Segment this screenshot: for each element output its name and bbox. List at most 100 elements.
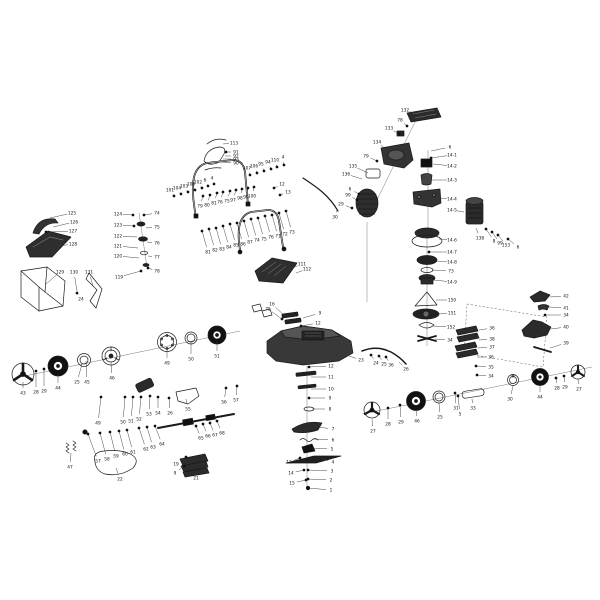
part-label-25: 25	[381, 361, 387, 367]
leader-line	[51, 244, 69, 248]
fastener-dot	[456, 394, 460, 398]
fastener-dot	[131, 213, 135, 217]
leader-line	[99, 432, 106, 455]
part-label-75: 75	[261, 236, 267, 242]
fastener-dot	[137, 426, 141, 430]
part-label-101: 101	[166, 187, 174, 193]
motor-mount-bracket-art	[412, 188, 442, 208]
fastener-dot	[543, 313, 547, 317]
part-label-98: 98	[237, 195, 243, 201]
part-label-83: 83	[219, 246, 225, 252]
part-label-45: 45	[84, 379, 90, 385]
part-label-34: 34	[447, 337, 453, 343]
fastener-dot	[302, 468, 306, 472]
part-label-87: 87	[247, 239, 253, 245]
mower-deck-art	[266, 325, 354, 366]
bracket-art	[365, 168, 381, 179]
fastener-dot	[207, 227, 211, 231]
part-label-72: 72	[282, 231, 288, 237]
part-label-73: 73	[448, 268, 454, 274]
leader-line	[220, 161, 232, 163]
switch-key-art	[396, 130, 405, 137]
part-label-14-6: 14-6	[447, 237, 457, 243]
fastener-dot	[263, 214, 267, 218]
leader-line	[432, 163, 448, 166]
leader-line	[278, 212, 284, 230]
part-label-30: 30	[507, 396, 513, 402]
fastener-dot	[44, 230, 48, 234]
part-label-57: 57	[233, 397, 239, 403]
leader-line	[146, 241, 153, 243]
part-label-67: 67	[212, 432, 218, 438]
part-label-128: 128	[69, 241, 77, 247]
part-label-113: 113	[230, 140, 238, 146]
part-label-79: 79	[363, 153, 369, 159]
part-label-92: 92	[233, 153, 239, 159]
part-label-78: 78	[397, 117, 403, 123]
fastener-dot	[306, 468, 310, 472]
leader-line	[548, 306, 562, 308]
leader-line	[110, 361, 112, 374]
fastener-dot	[453, 391, 457, 395]
upper-handle-art	[191, 159, 251, 219]
part-label-151: 151	[448, 310, 456, 316]
leader-line	[52, 222, 70, 228]
leader-line	[336, 209, 338, 213]
grass-bag-handle-art	[32, 218, 59, 235]
part-label-58: 58	[104, 456, 110, 462]
fastener-dot	[153, 424, 157, 428]
fastener-dot	[194, 424, 198, 428]
leader-line	[307, 469, 328, 472]
fastener-dot	[249, 217, 253, 221]
battery-art	[420, 158, 433, 168]
part-label-47: 47	[67, 464, 73, 470]
fastener-dot	[86, 432, 90, 436]
part-label-46: 46	[109, 375, 115, 381]
fastener-dot	[375, 159, 379, 163]
leader-line	[457, 395, 460, 410]
grass-bag-lid-art	[25, 230, 72, 258]
fastener-dot	[99, 395, 103, 399]
fastener-dot	[280, 317, 284, 321]
part-label-79: 79	[197, 203, 203, 209]
part-label-3: 3	[331, 468, 334, 474]
part-label-28: 28	[33, 389, 39, 395]
part-label-7: 7	[332, 426, 335, 432]
part-label-60: 60	[122, 451, 128, 457]
part-label-121: 121	[114, 243, 122, 249]
part-label-28: 28	[385, 421, 391, 427]
fastener-dot	[248, 173, 252, 177]
leader-line	[432, 325, 447, 327]
left-hardware-art	[65, 377, 235, 478]
fastener-dot	[215, 419, 219, 423]
motor-support-art	[465, 197, 484, 225]
part-label-21: 21	[193, 475, 199, 481]
part-label-150: 150	[448, 297, 456, 303]
part-label-34: 34	[563, 312, 569, 318]
fastener-dot	[397, 132, 401, 136]
leader-line	[87, 433, 97, 457]
leader-line	[438, 238, 448, 240]
part-label-12: 12	[328, 363, 334, 369]
grass-bag-art	[20, 266, 66, 312]
part-label-29: 29	[41, 388, 47, 394]
leader-line	[295, 270, 303, 274]
fastener-dot	[384, 355, 388, 359]
height-adjuster-art	[521, 290, 552, 353]
fastener-dot	[224, 386, 228, 390]
part-label-37: 37	[489, 344, 495, 350]
part-label-111: 111	[298, 261, 306, 267]
part-label-152: 152	[447, 324, 455, 330]
fastener-dot	[305, 485, 311, 491]
part-label-80: 80	[204, 202, 210, 208]
leader-line	[70, 452, 72, 463]
part-label-104: 104	[173, 185, 181, 191]
part-label-124: 124	[114, 211, 122, 217]
fastener-dot	[554, 376, 558, 380]
leader-line	[312, 438, 329, 440]
leader-line	[224, 387, 227, 398]
part-label-5: 5	[459, 411, 462, 417]
part-label-25: 25	[437, 414, 443, 420]
part-label-85: 85	[233, 242, 239, 248]
